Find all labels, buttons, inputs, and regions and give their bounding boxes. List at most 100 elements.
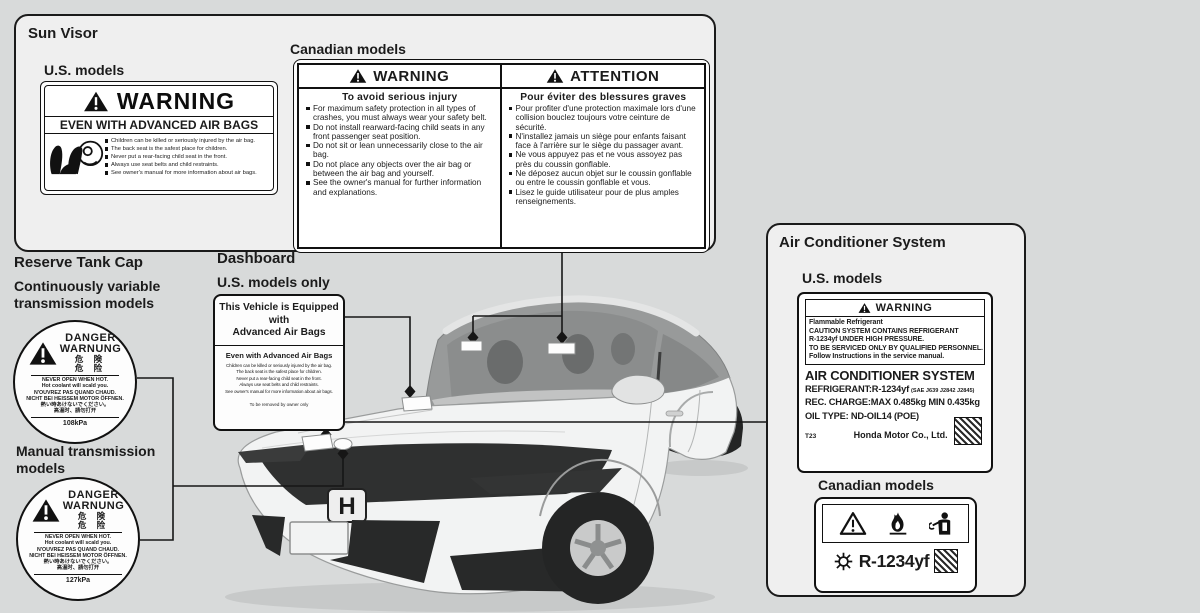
cap-kanji: 危 険 xyxy=(74,354,107,364)
us-visor-bullet-list: Children can be killed or seriously inju… xyxy=(104,137,270,177)
ca-refrigerant-code: R-1234yf xyxy=(858,550,930,571)
divider xyxy=(31,416,119,418)
ac-system-title: Air Conditioner System xyxy=(779,234,946,251)
left-headlight xyxy=(238,444,312,463)
callout-diamonds xyxy=(320,331,568,460)
cap-warning-line: Hot coolant will scald you. xyxy=(44,540,112,547)
airbag-seat-icon xyxy=(50,140,104,175)
canadian-warning-bullet-list: For maximum safety protection in all typ… xyxy=(305,104,495,197)
dashboard-label-footer: To be removed by owner only xyxy=(249,402,309,408)
canadian-attention-bullet: N'installez jamais un siège pour enfants… xyxy=(508,132,700,151)
cap-warning-line: N'OUVREZ PAS QUAND CHAUD. xyxy=(36,546,120,553)
canadian-attention-bullet: Pour profiter d'une protection maximale … xyxy=(508,104,700,132)
ac-system-section: Air Conditioner System U.S. models WARNI… xyxy=(766,223,1026,597)
ac-warning-line: CAUTION SYSTEM CONTAINS REFRIGERANT xyxy=(809,327,959,335)
ac-warning-line: Follow Instructions in the service manua… xyxy=(809,353,945,361)
cap-danger: DANGER xyxy=(68,489,119,501)
sun-visor-section: Sun Visor U.S. models WARNING EVEN WITH … xyxy=(14,14,716,253)
divider xyxy=(45,133,273,134)
snowflake-icon xyxy=(834,552,852,570)
door-seam xyxy=(687,389,701,453)
us-visor-bullet: The back seat is the safest place for ch… xyxy=(104,145,270,153)
dashboard-label-line: Never put a rear-facing child seat in th… xyxy=(236,375,322,381)
cap-warning-line: 熱い時あけないでください。 xyxy=(43,559,113,566)
canadian-warning-bullet: Do not install rearward-facing child sea… xyxy=(305,123,495,142)
canadian-visor-english-column: WARNING To avoid serious injury For maxi… xyxy=(299,65,502,247)
ac-warning-line: TO BE SERVICED ONLY BY QUALIFIED PERSONN… xyxy=(809,344,983,352)
reserve-tank-title: Reserve Tank Cap xyxy=(14,254,143,271)
canadian-visor-warning-label: WARNING To avoid serious injury For maxi… xyxy=(293,59,710,253)
seat-silhouette xyxy=(611,333,635,365)
rear-wheel-arch xyxy=(668,391,714,448)
seat-silhouette xyxy=(487,340,523,384)
cvt-reserve-cap-label: DANGER WARNUNG 危 険 危 险 NEVER OPEN WHEN H… xyxy=(13,320,137,444)
ac-refrigerant-sae: (SAE J639 J2842 J2845) xyxy=(910,388,975,395)
us-visor-bullet: Children can be killed or seriously inju… xyxy=(104,137,270,145)
cap-warning-line: NICHT BEI HEISSEM MOTOR ÖFFNEN. xyxy=(26,395,124,402)
door-handle xyxy=(665,410,684,417)
cap-hanzi: 危 险 xyxy=(77,520,110,530)
canadian-warning-bullet: For maximum safety protection in all typ… xyxy=(305,104,495,123)
front-wheel-hub xyxy=(590,540,606,556)
warning-triangle-icon xyxy=(546,69,564,83)
cvt-models-heading: Continuously variable transmission model… xyxy=(14,278,161,311)
warning-triangle-icon xyxy=(839,512,866,535)
sun-visor-ca-heading: Canadian models xyxy=(290,41,406,57)
dashboard-airbag-label: This Vehicle is Equipped with Advanced A… xyxy=(213,294,345,431)
warning-triangle-icon xyxy=(32,498,60,522)
canadian-attention-bullet: Ne déposez aucun objet sur le coussin go… xyxy=(508,169,700,188)
ac-company: Honda Motor Co., Ltd. xyxy=(853,429,948,440)
mt-reserve-cap-label: DANGER WARNUNG 危 険 危 险 NEVER OPEN WHEN H… xyxy=(16,477,140,601)
ac-label-marker xyxy=(301,433,334,452)
dashboard-label-lines: Children can be killed or seriously inju… xyxy=(215,363,343,396)
ac-ca-heading: Canadian models xyxy=(818,477,934,493)
divider xyxy=(45,116,273,117)
sun-visor-title: Sun Visor xyxy=(28,25,98,42)
side-glass xyxy=(657,334,719,393)
ac-label-code: T23 xyxy=(805,432,817,440)
cap-warning-line: N'OUVREZ PAS QUAND CHAUD. xyxy=(33,389,117,396)
hood-seam xyxy=(261,430,566,449)
canadian-visor-french-column: ATTENTION Pour éviter des blessures grav… xyxy=(501,65,704,247)
license-plate xyxy=(289,521,349,555)
warning-triangle-icon xyxy=(858,303,871,313)
refrigerant-hatch-icon xyxy=(954,417,982,445)
lower-intake xyxy=(252,515,285,556)
dashboard-subtitle: U.S. models only xyxy=(217,274,330,290)
ac-system-label-title: AIR CONDITIONER SYSTEM xyxy=(805,367,975,383)
us-visor-bullet: See owner's manual for more information … xyxy=(104,169,270,177)
cap-danger: DANGER xyxy=(65,332,116,344)
ac-warning-word: WARNING xyxy=(875,302,933,314)
ac-warning-header: WARNING xyxy=(806,300,984,317)
canadian-attention-lead: Pour éviter des blessures graves xyxy=(520,92,687,103)
canadian-warning-bullet: Do not sit or lean unnecessarily close t… xyxy=(305,141,495,160)
canadian-attention-bullet: Lisez le guide utilisateur pour de plus … xyxy=(508,188,700,207)
cap-warning-line: NEVER OPEN WHEN HOT. xyxy=(42,377,108,383)
dashboard-label-line: Always use seat belts and child restrain… xyxy=(239,382,319,388)
mt-models-heading: Manual transmission models xyxy=(16,443,156,476)
ac-canadian-label: R-1234yf xyxy=(814,497,977,593)
ac-charge: REC. CHARGE:MAX 0.485kg MIN 0.435kg xyxy=(805,397,980,408)
cap-hanzi: 危 险 xyxy=(74,363,107,373)
cap-warnung: WARNUNG xyxy=(59,343,122,355)
cap-warning-line: 熱い時あけないでください。 xyxy=(40,402,110,409)
on-car-label-markers xyxy=(301,340,576,452)
dashboard-label-marker xyxy=(401,395,433,412)
canadian-visor-warning-header: WARNING xyxy=(299,65,500,89)
cap-warning-lines: NEVER OPEN WHEN HOT.Hot coolant will sca… xyxy=(26,377,124,415)
dashboard-label-line: The back seat is the safest place for ch… xyxy=(236,369,322,375)
us-visor-bullet: Never put a rear-facing child seat in th… xyxy=(104,153,270,161)
dashboard-title: Dashboard xyxy=(217,250,296,267)
ac-oil-type: OIL TYPE: ND-OIL14 (POE) xyxy=(805,410,919,421)
car-body: H xyxy=(225,295,748,612)
canadian-attention-bullet: Ne vous appuyez pas et ne vous assoyez p… xyxy=(508,150,700,169)
divider xyxy=(34,573,122,575)
front-wheel-arch xyxy=(539,458,661,517)
cap-warning-line: 高温时、請勿打开 xyxy=(53,408,97,415)
right-visor-label-marker xyxy=(547,342,576,355)
warning-triangle-icon xyxy=(83,91,108,112)
